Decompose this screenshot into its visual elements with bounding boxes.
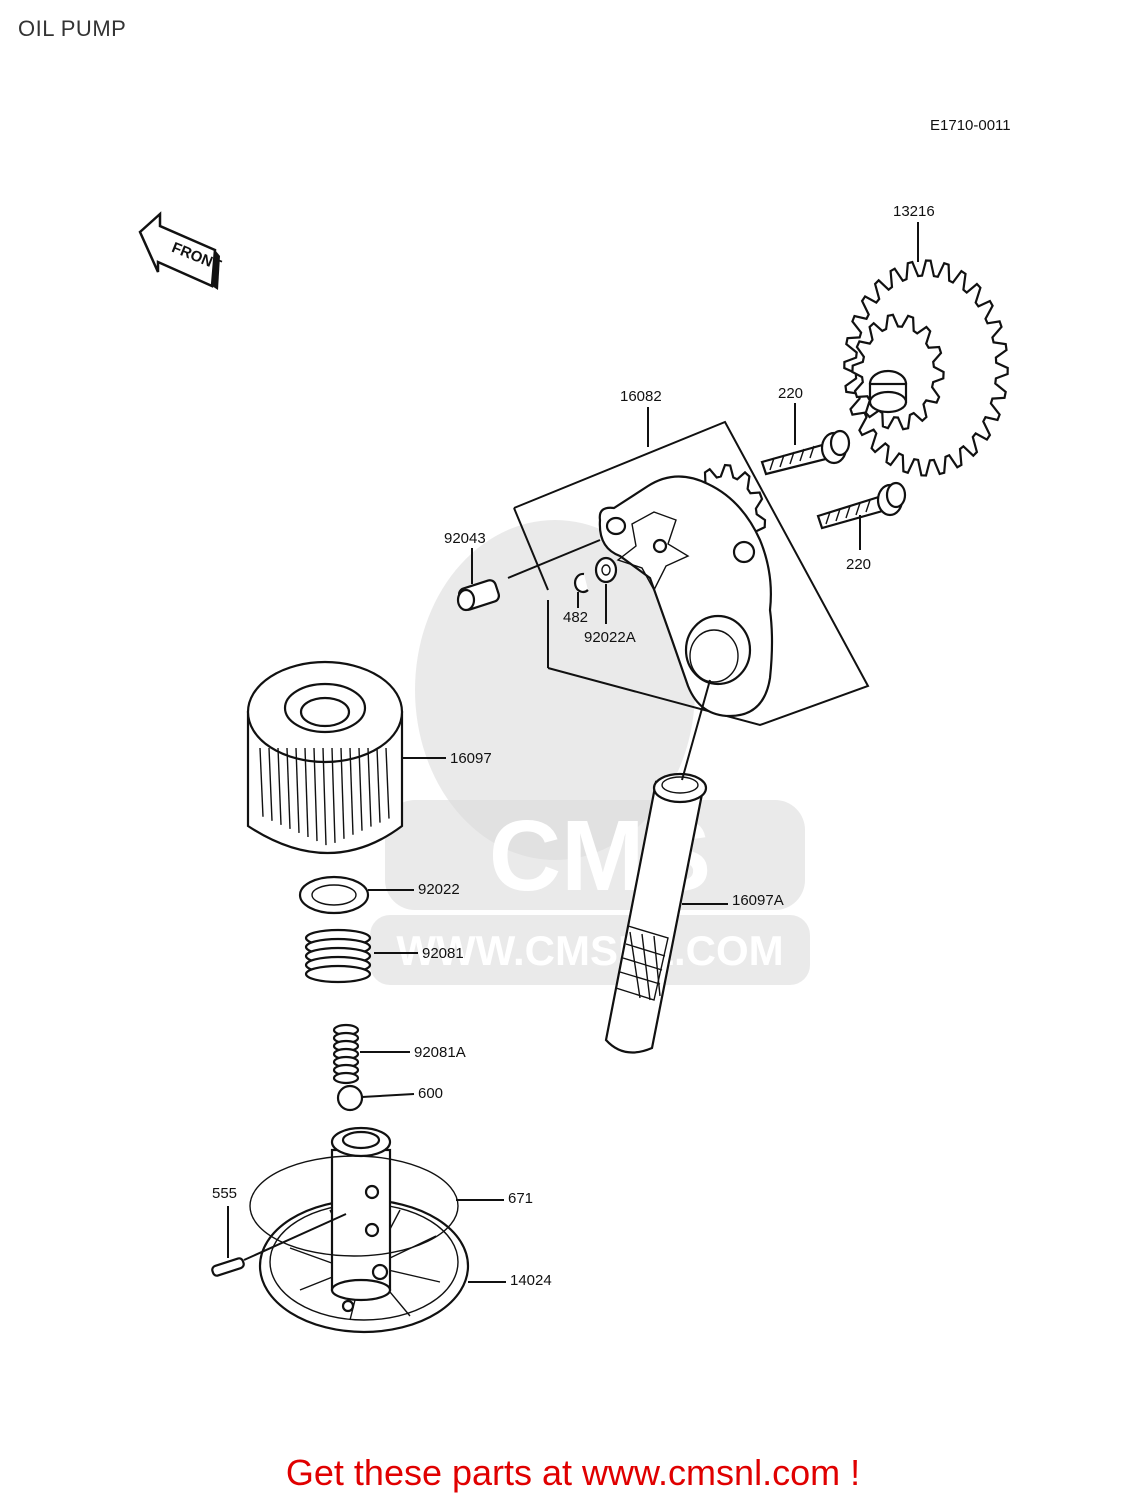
diagram-code: E1710-0011 (930, 117, 1011, 134)
o-ring-671-icon (249, 1155, 459, 1257)
label-92081A: 92081A (414, 1044, 466, 1061)
dowel-pin-92043-icon (456, 579, 501, 612)
oil-pump-body-icon (598, 463, 774, 718)
label-220-upper: 220 (778, 385, 803, 402)
pin-555-icon (211, 1257, 245, 1277)
label-600: 600 (418, 1085, 443, 1102)
label-482: 482 (563, 609, 588, 626)
gear-13216-icon (843, 259, 1009, 477)
label-16097A: 16097A (732, 892, 784, 909)
label-555: 555 (212, 1185, 237, 1202)
assembly-frame (513, 420, 870, 727)
label-92043: 92043 (444, 530, 486, 547)
label-14024: 14024 (510, 1272, 552, 1289)
front-arrow-icon: FRONT (138, 211, 224, 290)
oil-filter-16097-icon (246, 660, 404, 855)
circlip-482-icon (573, 572, 589, 593)
label-92081: 92081 (422, 945, 464, 962)
bolt-220-lower-icon (816, 481, 907, 530)
label-671: 671 (508, 1190, 533, 1207)
exploded-diagram: CMS WWW.CMSNL.COM E1710-0011 FRONT 13216 (138, 117, 1011, 1334)
washer-92022A-icon (594, 556, 618, 584)
page-title: OIL PUMP (18, 16, 127, 41)
spring-92081-icon (304, 928, 372, 984)
washer-92022-icon (298, 875, 370, 915)
label-92022: 92022 (418, 881, 460, 898)
relief-valve-base-14024-icon (258, 1126, 470, 1334)
label-16082: 16082 (620, 388, 662, 405)
label-13216: 13216 (893, 203, 935, 220)
watermark-url: WWW.CMSNL.COM (396, 927, 783, 974)
ball-600-icon (336, 1084, 364, 1112)
label-92022A: 92022A (584, 629, 636, 646)
spring-92081A-icon (332, 1023, 360, 1085)
bolt-220-upper-icon (760, 429, 851, 476)
label-16097: 16097 (450, 750, 492, 767)
oil-strainer-16097A-icon (604, 772, 708, 1054)
label-220-lower: 220 (846, 556, 871, 573)
footer-promo: Get these parts at www.cmsnl.com ! (285, 1452, 861, 1493)
